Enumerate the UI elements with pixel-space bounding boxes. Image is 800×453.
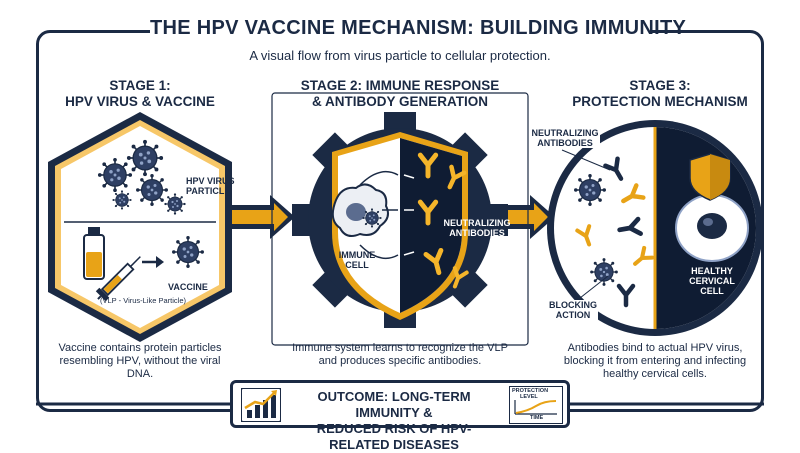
stage3-antibodies-line1: NEUTRALIZING <box>531 128 599 138</box>
healthy-line3: CELL <box>700 286 724 296</box>
stage2-antibodies-line2: ANTIBODIES <box>449 228 505 238</box>
healthy-line1: HEALTHY <box>691 266 733 276</box>
syringe-icon <box>95 256 141 302</box>
flow-arrow-icon <box>230 195 295 239</box>
outcome-line1: OUTCOME: LONG-TERM IMMUNITY & <box>317 389 471 420</box>
stage1-desc-line2: resembling HPV, without the viral DNA. <box>59 355 221 380</box>
stage3-desc-line1: Antibodies bind to actual HPV virus, <box>567 342 743 354</box>
stage2-desc-line2: and produces specific antibodies. <box>318 355 482 367</box>
stage1-desc-line1: Vaccine contains protein particles <box>58 342 222 354</box>
graph-label-line1: PROTECTION <box>512 388 549 394</box>
vlp-virus-icon <box>171 235 205 269</box>
title-box: THE HPV VACCINE MECHANISM: BUILDING IMMU… <box>150 10 687 46</box>
stage3-antibodies-line2: ANTIBODIES <box>537 138 593 148</box>
immune-cell-line2: CELL <box>345 260 369 270</box>
page-subtitle: A visual flow from virus particle to cel… <box>249 48 551 63</box>
stage3-shield-icon <box>689 153 731 201</box>
outcome-text: OUTCOME: LONG-TERM IMMUNITY & REDUCED RI… <box>289 389 499 453</box>
healthy-cell-label: HEALTHY CERVICAL CELL <box>678 266 746 296</box>
signal-arrows <box>359 170 399 260</box>
stage2-description: Immune system learns to recognize the VL… <box>280 342 520 368</box>
protection-graph-icon: PROTECTION LEVEL TIME <box>509 386 563 424</box>
page-title: THE HPV VACCINE MECHANISM: BUILDING IMMU… <box>150 17 687 39</box>
callout-lines <box>561 149 611 299</box>
stage2-antibodies-label: NEUTRALIZING ANTIBODIES <box>440 218 514 238</box>
stage1-description: Vaccine contains protein particles resem… <box>50 342 230 381</box>
immune-cell-icon <box>331 183 389 237</box>
stage2-antibodies-line1: NEUTRALIZING <box>443 218 511 228</box>
stage3-heading-line1: STAGE 3: <box>629 78 691 93</box>
stage1-heading: STAGE 1: HPV VIRUS & VACCINE <box>40 78 240 110</box>
vlp-label: (VLP - Virus-Like Particle) <box>100 296 187 305</box>
immune-cell-label: IMMUNE CELL <box>332 250 382 270</box>
stage3-description: Antibodies bind to actual HPV virus, blo… <box>555 342 755 381</box>
graph-axis-label: TIME <box>530 415 544 421</box>
protection-graph-label: PROTECTION LEVEL <box>512 388 562 400</box>
virus-label-line1: HPV VIRUS <box>186 176 235 186</box>
virus-label-line2: PARTICLE <box>186 186 231 196</box>
healthy-cell-icon <box>675 194 749 262</box>
outcome-line2: REDUCED RISK OF HPV-RELATED DISEASES <box>316 421 472 452</box>
stage2-desc-line1: Immune system learns to recognize the VL… <box>292 342 508 354</box>
virus-particle-label: HPV VIRUS PARTICLE <box>186 176 246 196</box>
stage2-heading-line1: STAGE 2: IMMUNE RESPONSE <box>300 78 500 93</box>
blocking-action-label: BLOCKING ACTION <box>548 300 598 320</box>
growth-chart-icon <box>241 388 281 422</box>
stage1-heading-line2: HPV VIRUS & VACCINE <box>65 94 215 109</box>
vaccine-vial-icon <box>83 227 105 280</box>
stage3-heading: STAGE 3: PROTECTION MECHANISM <box>560 78 760 110</box>
stage2-heading-line2: & ANTIBODY GENERATION <box>311 94 488 109</box>
immune-cell-line1: IMMUNE <box>338 250 376 260</box>
stage1-panel <box>48 112 232 342</box>
stage3-heading-line2: PROTECTION MECHANISM <box>572 94 748 109</box>
healthy-line2: CERVICAL <box>689 276 735 286</box>
outcome-box: OUTCOME: LONG-TERM IMMUNITY & REDUCED RI… <box>230 380 570 452</box>
signal-arrows-right <box>403 174 415 256</box>
stage3-desc-line2: blocking it from entering and infecting <box>563 355 747 367</box>
graph-label-line2: LEVEL <box>520 394 538 400</box>
small-flow-arrow-icon <box>142 256 164 268</box>
stage2-heading: STAGE 2: IMMUNE RESPONSE & ANTIBODY GENE… <box>290 78 510 110</box>
blocking-line2: ACTION <box>555 310 591 320</box>
stage1-heading-line1: STAGE 1: <box>109 78 171 93</box>
stage2-frame <box>271 92 529 346</box>
stage3-desc-line3: healthy cervical cells. <box>603 368 707 380</box>
blocking-line1: BLOCKING <box>549 300 597 310</box>
protection-graph-curve <box>514 400 557 415</box>
vaccine-label: VACCINE <box>168 282 208 292</box>
stage3-antibodies-label: NEUTRALIZING ANTIBODIES <box>530 128 600 148</box>
